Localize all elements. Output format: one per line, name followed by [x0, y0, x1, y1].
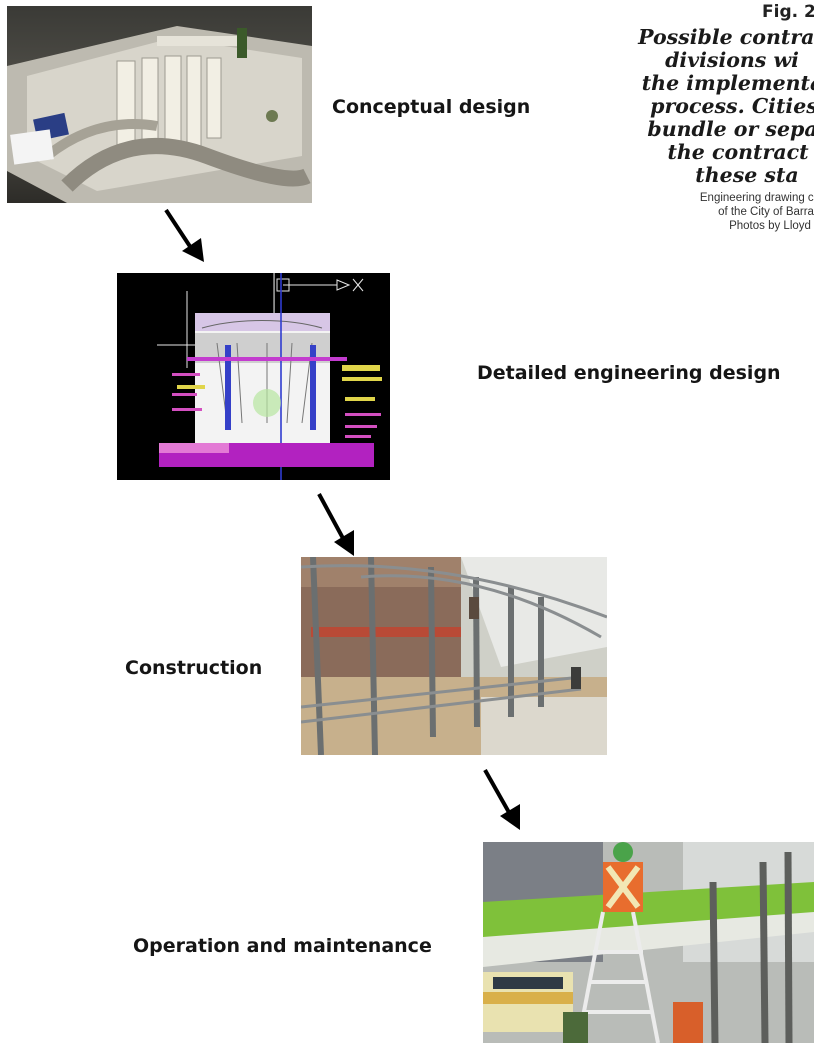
caption-line: bundle or sepa — [647, 117, 814, 141]
cad-engineering-drawing — [117, 273, 390, 480]
station-construction-photo — [301, 557, 607, 755]
stage-label-conceptual-design: Conceptual design — [332, 96, 531, 118]
credit-line: of the City of Barra — [718, 206, 814, 218]
photo-credit: Engineering drawing co of the City of Ba… — [650, 191, 814, 233]
credit-line: Photos by Lloyd — [729, 220, 811, 232]
arrow-down-right-icon — [483, 769, 520, 830]
stage-label-detailed-engineering-design: Detailed engineering design — [477, 362, 781, 384]
caption-line: divisions wi — [665, 48, 799, 72]
caption-line: the implementa — [641, 71, 814, 95]
caption-line: these sta — [695, 163, 799, 187]
caption-line: the contract — [667, 140, 809, 164]
figure-number: Fig. 2 — [762, 2, 814, 22]
caption-line: Possible contrac — [638, 25, 814, 49]
arrow-down-right-icon — [317, 493, 354, 556]
caption-line: process. Cities — [650, 94, 814, 118]
stage-label-construction: Construction — [125, 657, 263, 679]
architectural-model-photo — [7, 6, 312, 203]
credit-line: Engineering drawing co — [699, 192, 814, 204]
arrow-down-right-icon — [164, 208, 204, 262]
station-maintenance-photo — [483, 842, 814, 1043]
stage-label-operation-and-maintenance: Operation and maintenance — [133, 935, 432, 957]
figure-caption: Possible contrac divisions wi the implem… — [600, 26, 814, 187]
